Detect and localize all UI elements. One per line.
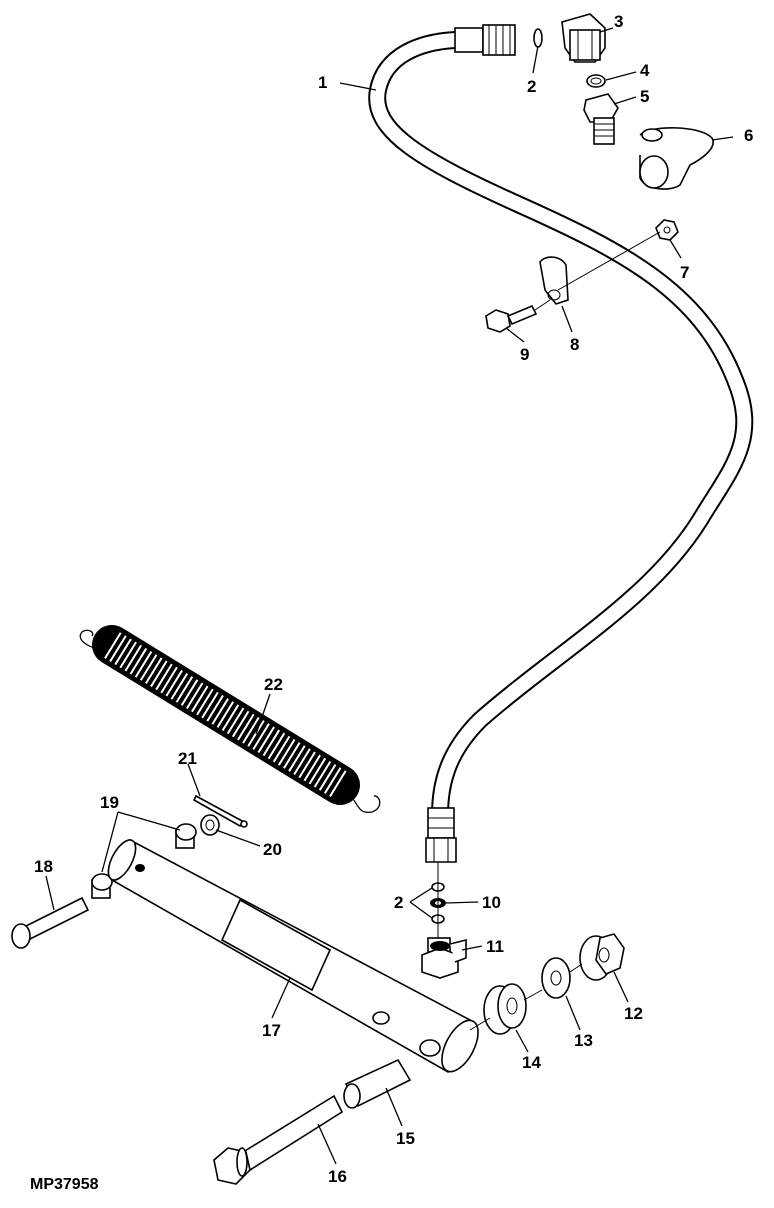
callout-12: 12 [624,1004,643,1023]
callout-5: 5 [640,87,649,106]
hydraulic-hose [368,24,754,863]
figure-id: MP37958 [30,1176,99,1193]
flange-nut-icon [579,933,625,981]
leader-lines [45,27,734,1165]
callout-9: 9 [520,345,529,364]
callout-4: 4 [640,61,650,80]
extension-spring-icon [79,625,381,813]
bushing-upper-icon [175,823,197,849]
callout-6: 6 [744,126,753,145]
callout-8: 8 [570,335,579,354]
cap-screw-icon [485,304,538,333]
clevis-pin-icon [11,896,90,949]
callout-11: 11 [486,937,504,956]
adapter-fitting-icon [583,93,619,145]
callout-22: 22 [264,675,283,694]
callout-3: 3 [614,12,623,31]
sleeve-bushing-icon [343,1058,412,1109]
o-ring-top-icon [533,28,543,48]
bushing-lower-icon [91,873,113,899]
p-clamp-icon [539,256,569,305]
callout-labels: 1 2 3 4 5 6 7 8 9 2 10 11 12 13 14 15 16… [34,12,753,1186]
callout-16: 16 [328,1167,347,1186]
hex-nut-icon [655,219,679,241]
callout-18: 18 [34,857,53,876]
elbow-fitting-icon [561,13,606,63]
callout-17: 17 [262,1021,281,1040]
pivot-shaft-icon [107,838,479,1074]
o-ring-washer-icon [586,74,606,88]
callout-13: 13 [574,1031,593,1050]
washer-large-icon [541,957,571,999]
callout-20: 20 [263,840,282,859]
flat-washer-icon [200,814,220,836]
callout-2-lower: 2 [394,893,403,912]
callout-19: 19 [100,793,119,812]
callout-7: 7 [680,263,689,282]
callout-10: 10 [482,893,501,912]
callout-2-top: 2 [527,77,536,96]
hose-clamp-icon [639,127,714,190]
elbow-fitting-lower-icon [421,937,467,979]
flange-bolt-icon [213,1094,344,1185]
callout-21: 21 [178,749,197,768]
callout-15: 15 [396,1129,415,1148]
callout-1: 1 [318,73,327,92]
cotter-pin-icon [192,794,248,828]
callout-14: 14 [522,1053,541,1072]
spacer-bushing-icon [483,983,527,1035]
